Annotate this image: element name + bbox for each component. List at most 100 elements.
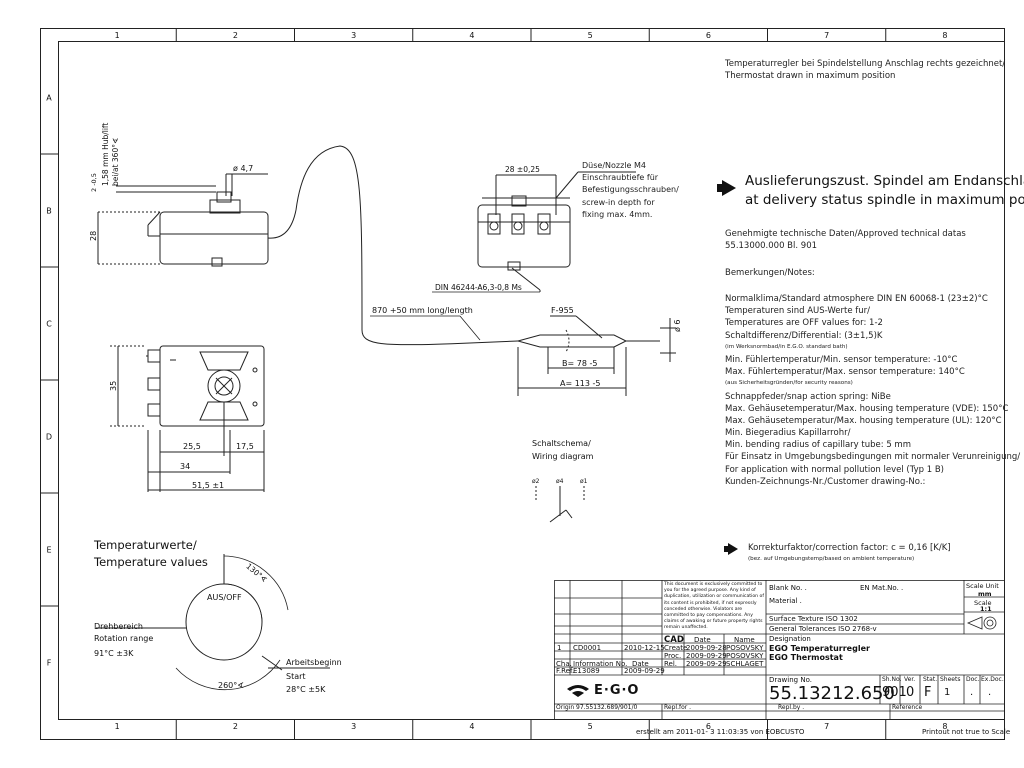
sheets-label: Sheets xyxy=(940,676,961,683)
correction-subline: (bez. auf Umgebungstemp/based on ambient… xyxy=(748,556,915,563)
nozzle-note-line: Befestigungsschrauben/ xyxy=(582,185,679,195)
fref-date: 2009-09-29 xyxy=(624,667,665,675)
origin: Origin 97.55132.689/901/0 xyxy=(556,704,638,711)
cad-cell: SCHLAGET xyxy=(726,660,764,668)
row-label: F xyxy=(47,659,52,668)
created-info: erstellt am 2011-01- 3 11:03:35 von EOBC… xyxy=(636,728,805,736)
svg-text:ø4: ø4 xyxy=(556,478,564,485)
repl-by: Repl.by . xyxy=(778,704,805,711)
header-note-line: Thermostat drawn in maximum position xyxy=(725,71,896,82)
delivery-status-de: Auslieferungszust. Spindel am Endanschla… xyxy=(745,173,1024,189)
nozzle-note-line: Düse/Nozzle M4 xyxy=(582,161,646,170)
dim-lift: 1,58 mm Hub/lift xyxy=(101,123,110,186)
temp-title-de: Temperaturwerte/ xyxy=(93,538,197,552)
dim-w175: 17,5 xyxy=(236,442,254,451)
dim-w255: 25,5 xyxy=(183,442,201,451)
column-label: 6 xyxy=(706,31,711,40)
nozzle-note: Düse/Nozzle M4 Einschraubtiefe für Befes… xyxy=(582,160,679,221)
note-line: Min. bending radius of capillary tube: 5… xyxy=(725,440,911,451)
rev-number: 1 xyxy=(557,644,562,652)
correction-line: Korrekturfaktor/correction factor: c = 0… xyxy=(748,543,951,553)
column-label: 6 xyxy=(706,722,711,731)
rev-cha-label: Cha. xyxy=(556,660,572,668)
stat: F xyxy=(924,685,932,700)
rev-date: 2010-12-15 xyxy=(624,644,665,652)
row-label: E xyxy=(46,546,51,555)
surface-texture: Surface Texture ISO 1302 xyxy=(769,615,858,623)
designation-1: EGO Temperaturregler xyxy=(769,644,870,653)
note-line: Normalklima/Standard atmosphere DIN EN 6… xyxy=(725,294,988,304)
rev-date-label: Date xyxy=(632,660,649,668)
drehbereich-de: Drehbereich xyxy=(94,622,143,631)
dim-f955: F-955 xyxy=(551,306,574,315)
dim-w515: 51,5 ±1 xyxy=(192,481,224,490)
column-label: 3 xyxy=(351,31,356,40)
note-line: For application with normal pollution le… xyxy=(725,464,944,475)
arbeitsbeginn-value: 28°C ±5K xyxy=(286,685,326,694)
fref-info: E13089 xyxy=(573,667,600,675)
arrow-icon xyxy=(728,543,738,555)
capillary-tube xyxy=(295,145,519,346)
note-line: Kunden-Zeichnungs-Nr./Customer drawing-N… xyxy=(725,476,926,487)
designation-2: EGO Thermostat xyxy=(769,653,843,662)
svg-text:ø2: ø2 xyxy=(532,478,540,485)
sensor-bulb xyxy=(516,315,676,396)
correction-factor: Korrekturfaktor/correction factor: c = 0… xyxy=(748,542,951,566)
approved-data: Genehmigte technische Daten/Approved tec… xyxy=(725,228,966,252)
printout-note: Printout not true to Scale xyxy=(922,728,1011,736)
wiring-title-de: Schaltschema/ xyxy=(532,439,591,448)
cad-header: CAD xyxy=(664,635,684,645)
cad-cell: POSOVSKY xyxy=(726,652,764,660)
note-line: Schaltdifferenz/Differential: (3±1,5)K xyxy=(725,330,883,341)
drehbereich-en: Rotation range xyxy=(94,634,153,643)
sheets: 1 xyxy=(944,687,951,698)
dim-d6: ø 6 xyxy=(673,319,682,332)
nozzle-note-line: fixing max. 4mm. xyxy=(582,209,653,219)
en-mat-no: EN Mat.No. . xyxy=(860,584,904,592)
dim-w34: 34 xyxy=(180,462,190,471)
arrow-icon xyxy=(722,180,736,196)
dim-h28: 28 xyxy=(89,231,98,241)
dim-2: 2 -0,5 xyxy=(90,173,98,192)
dim-b78: B= 78 -5 xyxy=(562,359,597,368)
arbeitsbeginn-de: Arbeitsbeginn xyxy=(286,658,342,667)
column-label: 3 xyxy=(351,722,356,731)
approved-data-line: Genehmigte technische Daten/Approved tec… xyxy=(725,229,966,239)
note-line: Max. Fühlertemperatur/Max. sensor temper… xyxy=(725,367,965,378)
row-label: C xyxy=(46,320,52,329)
column-label: 5 xyxy=(588,722,593,731)
dim-360: bei/at 360°∢ xyxy=(111,138,120,186)
cad-cell: Rel. xyxy=(664,660,678,668)
note-line: Temperatures are OFF values for: 1-2 xyxy=(725,318,883,329)
drehbereich-value: 91°C ±3K xyxy=(94,649,134,658)
cad-cell: Proc. xyxy=(664,652,682,660)
cad-cell: Create xyxy=(664,644,688,652)
note-line: Temperaturen sind AUS-Werte fur/ xyxy=(725,306,870,317)
row-label: B xyxy=(46,207,52,216)
note-line: Min. Fühlertemperatur/Min. sensor temper… xyxy=(725,354,958,365)
fref-label: F.Ref. xyxy=(556,667,575,675)
dim-a113: A= 113 -5 xyxy=(560,379,601,388)
scale-unit-label: Scale Unit xyxy=(966,582,999,590)
column-label: 1 xyxy=(115,31,120,40)
note-line: Max. Gehäusetemperatur/Max. housing temp… xyxy=(725,415,1002,426)
note-line: Max. Gehäusetemperatur/Max. housing temp… xyxy=(725,403,1009,414)
row-label: A xyxy=(46,94,52,103)
column-label: 7 xyxy=(824,722,829,731)
thermostat-side-view xyxy=(97,173,297,267)
note-line: (aus Sicherheitsgründen/for security rea… xyxy=(725,380,853,387)
material: Material . xyxy=(769,597,802,605)
angle-260: 260°∢ xyxy=(218,681,244,690)
note-line: Schnappfeder/snap action spring: NiBe xyxy=(725,391,891,402)
arbeitsbeginn-en: Start xyxy=(286,672,306,681)
wiring-title-en: Wiring diagram xyxy=(532,452,594,461)
svg-text:ø1: ø1 xyxy=(580,478,588,485)
cad-date-header: Date xyxy=(694,636,711,644)
cad-cell: 2009-09-29 xyxy=(686,660,727,668)
repl-for: Repl.for . xyxy=(664,704,692,711)
note-line: Für Einsatz in Umgebungsbedingungen mit … xyxy=(725,452,1021,463)
exdoc: . xyxy=(988,687,992,698)
column-label: 5 xyxy=(588,31,593,40)
temp-title-en: Temperature values xyxy=(93,555,208,569)
delivery-status: Auslieferungszust. Spindel am Endanschla… xyxy=(745,172,1024,210)
